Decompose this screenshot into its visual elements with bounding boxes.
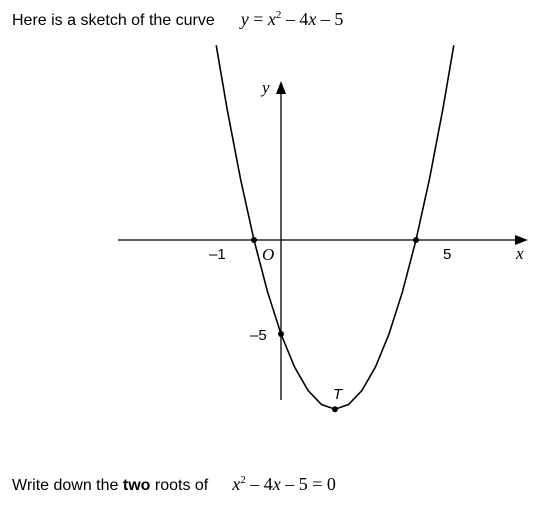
marked-point-2 (278, 331, 284, 337)
y-intercept-label: –5 (250, 327, 267, 344)
root-left-label: –1 (209, 246, 226, 263)
intro-text: Here is a sketch of the curve (12, 12, 215, 29)
x-axis-label: x (515, 244, 524, 263)
intro-sentence: Here is a sketch of the curve y = x2 – 4x… (12, 9, 343, 30)
question-text-after: roots of (150, 477, 209, 494)
parabola-curve (215, 45, 455, 411)
question-bold-word: two (122, 477, 151, 494)
marked-point-3 (332, 406, 338, 413)
root-right-label: 5 (443, 246, 451, 263)
origin-label: O (262, 245, 274, 264)
x-axis-arrow-icon (515, 235, 528, 245)
curve-equation: y = x2 – 4x – 5 (240, 9, 344, 29)
question-equation: x2 – 4x – 5 = 0 (232, 474, 336, 494)
marked-point-0 (251, 237, 257, 243)
y-axis-arrow-icon (276, 81, 286, 94)
marked-point-1 (413, 237, 419, 243)
y-axis-label: y (260, 78, 270, 97)
question-sentence: Write down the two roots of x2 – 4x – 5 =… (12, 474, 336, 495)
question-text-before: Write down the (12, 477, 123, 494)
vertex-label: T (333, 386, 344, 403)
